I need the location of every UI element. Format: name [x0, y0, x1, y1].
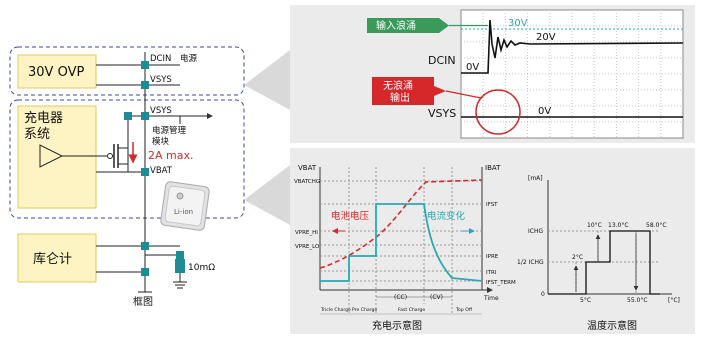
ovp-frame [9, 46, 245, 96]
amplifier-symbol [39, 144, 64, 168]
vpre-hi-label: VPRE_HI [295, 230, 318, 236]
ipre-label: IPRE [486, 254, 499, 260]
ifst-term-label: IFST_TERM [486, 280, 516, 286]
temp-chart: [mA] ICHG 1/2 ICHG 0 [°C] 2°C 5°C 10°C 1… [517, 175, 680, 332]
phase-trickle: Tricle Charge [320, 307, 351, 313]
phase-pre: Pre Charge [352, 307, 377, 313]
t13-label: 13.0°C [608, 222, 629, 229]
cc-label: (CC) [394, 294, 407, 301]
t2-label: 2°C [572, 254, 583, 261]
block-diagram-caption: 框图 [133, 295, 153, 308]
vbat-axis-label: VBAT [298, 164, 317, 172]
ibat-axis-label: IBAT [485, 164, 501, 172]
callout-top [244, 50, 290, 110]
input-surge-tag [367, 18, 439, 33]
voltage-curve [319, 179, 483, 269]
half-ichg-label: 1/2 ICHG [517, 259, 544, 266]
v0-dcin-label: 0V [466, 62, 479, 73]
resistor-label: 10mΩ [188, 263, 215, 273]
time-label: Time [483, 295, 499, 302]
dcin-trace-label: DCIN [428, 54, 456, 67]
vsys-trace-label: VSYS [428, 107, 456, 120]
ovp-label: 30V OVP [28, 65, 84, 80]
gauge-block [17, 233, 97, 283]
temp-x-unit: [°C] [668, 297, 680, 304]
no-surge-circle [475, 89, 521, 135]
current-series-label: 电流变化 [427, 210, 466, 222]
temp-y-unit: [mA] [528, 175, 543, 182]
callout-bottom [244, 165, 290, 225]
t5-label: 5°C [580, 297, 591, 304]
ovp-block [17, 54, 97, 89]
temp-profile-rising [548, 230, 660, 295]
charger-label: 充电器 系统 [24, 110, 67, 142]
itri-label: ITRI [486, 270, 497, 276]
current-curve [320, 203, 483, 282]
no-surge-tag [372, 77, 434, 105]
temp-chart-caption: 温度示意图 [587, 319, 637, 332]
charger-block [17, 105, 97, 209]
block-diagram: 30V OVP 充电器 系统 库仑计 [9, 46, 245, 308]
v0-vsys-label: 0V [538, 106, 551, 117]
t55-label: 55.0°C [627, 297, 648, 304]
dcin-pin-label: DCIN [150, 54, 171, 64]
vbatchg-label: VBATCHG [294, 179, 320, 185]
dcin-trace [461, 19, 684, 74]
no-surge-text: 无浪涌 输出 [383, 79, 416, 104]
charge-chart-caption: 充电示意图 [372, 319, 422, 332]
vsys-top-label: VSYS [150, 75, 172, 85]
t10-label: 10°C [587, 222, 602, 229]
battery: Li-ion [160, 181, 210, 231]
cv-label: (CV) [430, 294, 443, 301]
surge-scope-panel: 30V 20V 0V 0V DCIN VSYS 输入浪涌 无浪涌 输出 [290, 5, 695, 143]
charge-chart: VBAT VBATCHG VPRE_HI VPRE_LO IBAT IFST I… [294, 164, 516, 332]
power-mgmt-label: 电源管理 模块 [152, 125, 189, 147]
ichg-label: ICHG [528, 228, 543, 235]
charger-frame [9, 99, 245, 219]
t58-label: 58.0°C [646, 222, 667, 229]
sense-resistor [175, 259, 185, 273]
phase-fast: Fast Charge [398, 307, 425, 313]
v20-label: 20V [536, 32, 556, 43]
transistor-symbol [107, 144, 128, 168]
battery-label: Li-ion [174, 208, 193, 216]
voltage-series-label: 电池电压 [331, 210, 370, 222]
input-surge-text: 输入浪涌 [376, 19, 416, 32]
profile-panel: VBAT VBATCHG VPRE_HI VPRE_LO IBAT IFST I… [290, 148, 695, 334]
vpre-lo-label: VPRE_LO [295, 244, 320, 250]
current-limit-label: 2A max. [148, 149, 193, 162]
vbat-label: VBAT [150, 166, 173, 176]
phase-topoff: Top Off [455, 307, 473, 313]
ifst-label: IFST [486, 202, 498, 208]
v30-label: 30V [508, 18, 528, 29]
temp-zero-label: 0 [541, 291, 545, 298]
dcin-source-label: 电源 [180, 53, 198, 64]
gauge-label: 库仑计 [33, 251, 72, 267]
vsys-mid-label: VSYS [150, 106, 172, 116]
